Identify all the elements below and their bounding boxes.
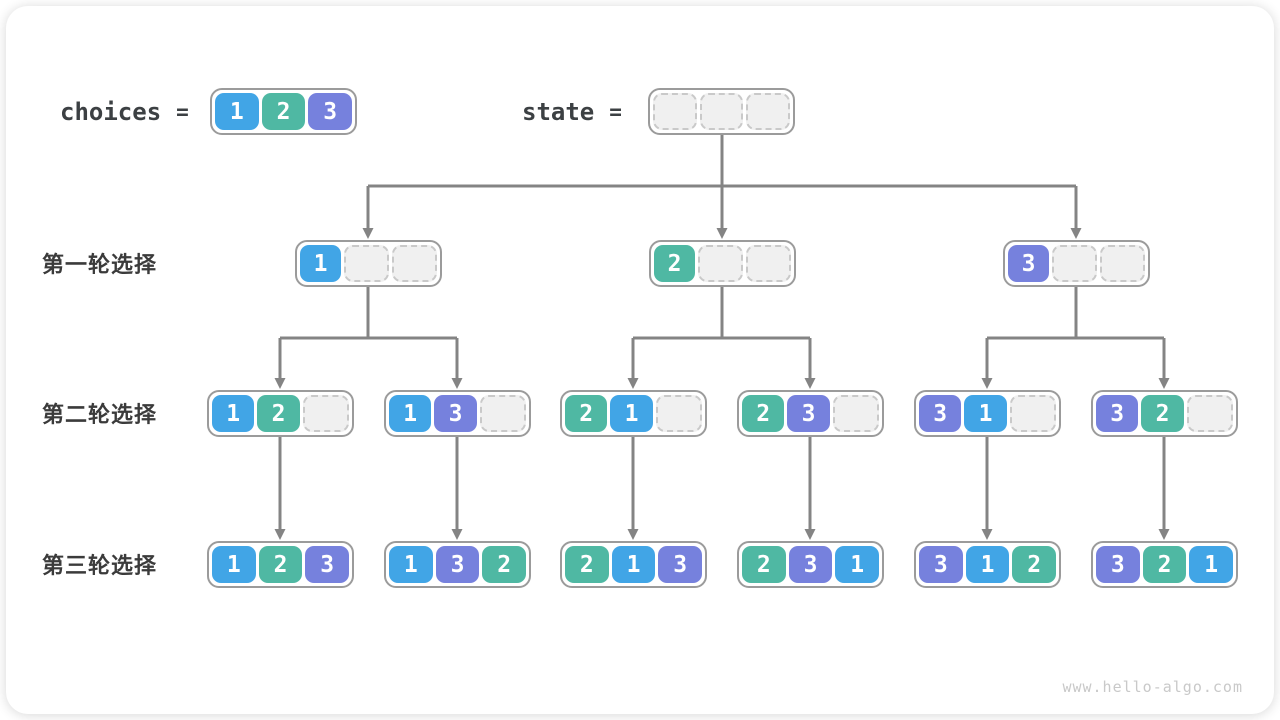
choices-label-group: choices =: [60, 98, 189, 126]
state-cell: [653, 93, 697, 130]
state-cell: 1: [300, 245, 341, 282]
state-cell: 2: [565, 546, 609, 583]
choices-cell: 1: [215, 93, 259, 130]
state-label: state: [522, 98, 595, 126]
choices-label: choices: [60, 98, 162, 126]
round3-box-5: 3 1 2: [914, 541, 1061, 588]
state-cell: 2: [654, 245, 695, 282]
state-cell: 2: [565, 395, 608, 432]
state-cell: 2: [257, 395, 300, 432]
state-cell: [1186, 395, 1233, 432]
round3-box-3: 2 1 3: [560, 541, 707, 588]
state-label-group: state =: [522, 98, 622, 126]
state-cell: 2: [258, 546, 303, 583]
round2-box-3: 2 1: [560, 390, 707, 437]
state-cell: 1: [212, 546, 256, 583]
round2-box-4: 2 3: [737, 390, 884, 437]
state-cell: 1: [212, 395, 255, 432]
watermark: www.hello-algo.com: [1062, 678, 1243, 696]
state-cell: 3: [658, 546, 703, 583]
state-cell: 3: [1008, 245, 1049, 282]
state-cell: [832, 395, 879, 432]
state-cell: 1: [1189, 546, 1234, 583]
state-cell: [1052, 245, 1097, 282]
round1-box-2: 2: [649, 240, 796, 287]
state-cell: 2: [1141, 395, 1184, 432]
state-box: [648, 88, 795, 135]
round3-box-6: 3 2 1: [1091, 541, 1238, 588]
state-cell: [698, 245, 743, 282]
round1-box-1: 1: [295, 240, 442, 287]
round3-box-1: 1 2 3: [207, 541, 354, 588]
state-cell: 3: [919, 546, 963, 583]
state-cell: 3: [435, 546, 480, 583]
state-cell: [746, 245, 791, 282]
state-cell: 2: [1012, 546, 1057, 583]
state-cell: 3: [1096, 546, 1140, 583]
state-cell: [1100, 245, 1145, 282]
state-cell: 2: [1142, 546, 1187, 583]
state-cell: [746, 93, 791, 130]
state-cell: 3: [1096, 395, 1139, 432]
state-cell: 3: [434, 395, 477, 432]
state-cell: 3: [788, 546, 833, 583]
state-cell: 1: [964, 395, 1007, 432]
round3-box-4: 2 3 1: [737, 541, 884, 588]
state-cell: 1: [611, 546, 656, 583]
choices-cell: 2: [261, 93, 306, 130]
round2-box-5: 3 1: [914, 390, 1061, 437]
state-cell: [1009, 395, 1056, 432]
state-equals-sign: =: [609, 100, 622, 124]
state-cell: 2: [742, 395, 785, 432]
round2-box-2: 1 3: [384, 390, 531, 437]
choices-equals-sign: =: [176, 100, 189, 124]
state-cell: 1: [835, 546, 880, 583]
round-3-label: 第三轮选择: [42, 553, 158, 578]
state-cell: 1: [389, 546, 433, 583]
round2-box-1: 1 2: [207, 390, 354, 437]
state-cell: 3: [919, 395, 962, 432]
state-cell: 3: [305, 546, 350, 583]
state-cell: 2: [742, 546, 786, 583]
state-cell: [655, 395, 702, 432]
choices-cell: 3: [308, 93, 353, 130]
state-cell: 2: [482, 546, 527, 583]
state-cell: 1: [965, 546, 1010, 583]
state-cell: [344, 245, 389, 282]
state-cell: 3: [787, 395, 830, 432]
card-background: [6, 6, 1274, 714]
round3-box-2: 1 3 2: [384, 541, 531, 588]
choices-box: 1 2 3: [210, 88, 357, 135]
state-cell: [699, 93, 744, 130]
state-cell: 1: [389, 395, 432, 432]
round-1-label: 第一轮选择: [42, 252, 158, 277]
state-cell: [479, 395, 526, 432]
round1-box-3: 3: [1003, 240, 1150, 287]
state-cell: [392, 245, 437, 282]
state-cell: 1: [610, 395, 653, 432]
round-2-label: 第二轮选择: [42, 402, 158, 427]
round2-box-6: 3 2: [1091, 390, 1238, 437]
state-cell: [302, 395, 349, 432]
